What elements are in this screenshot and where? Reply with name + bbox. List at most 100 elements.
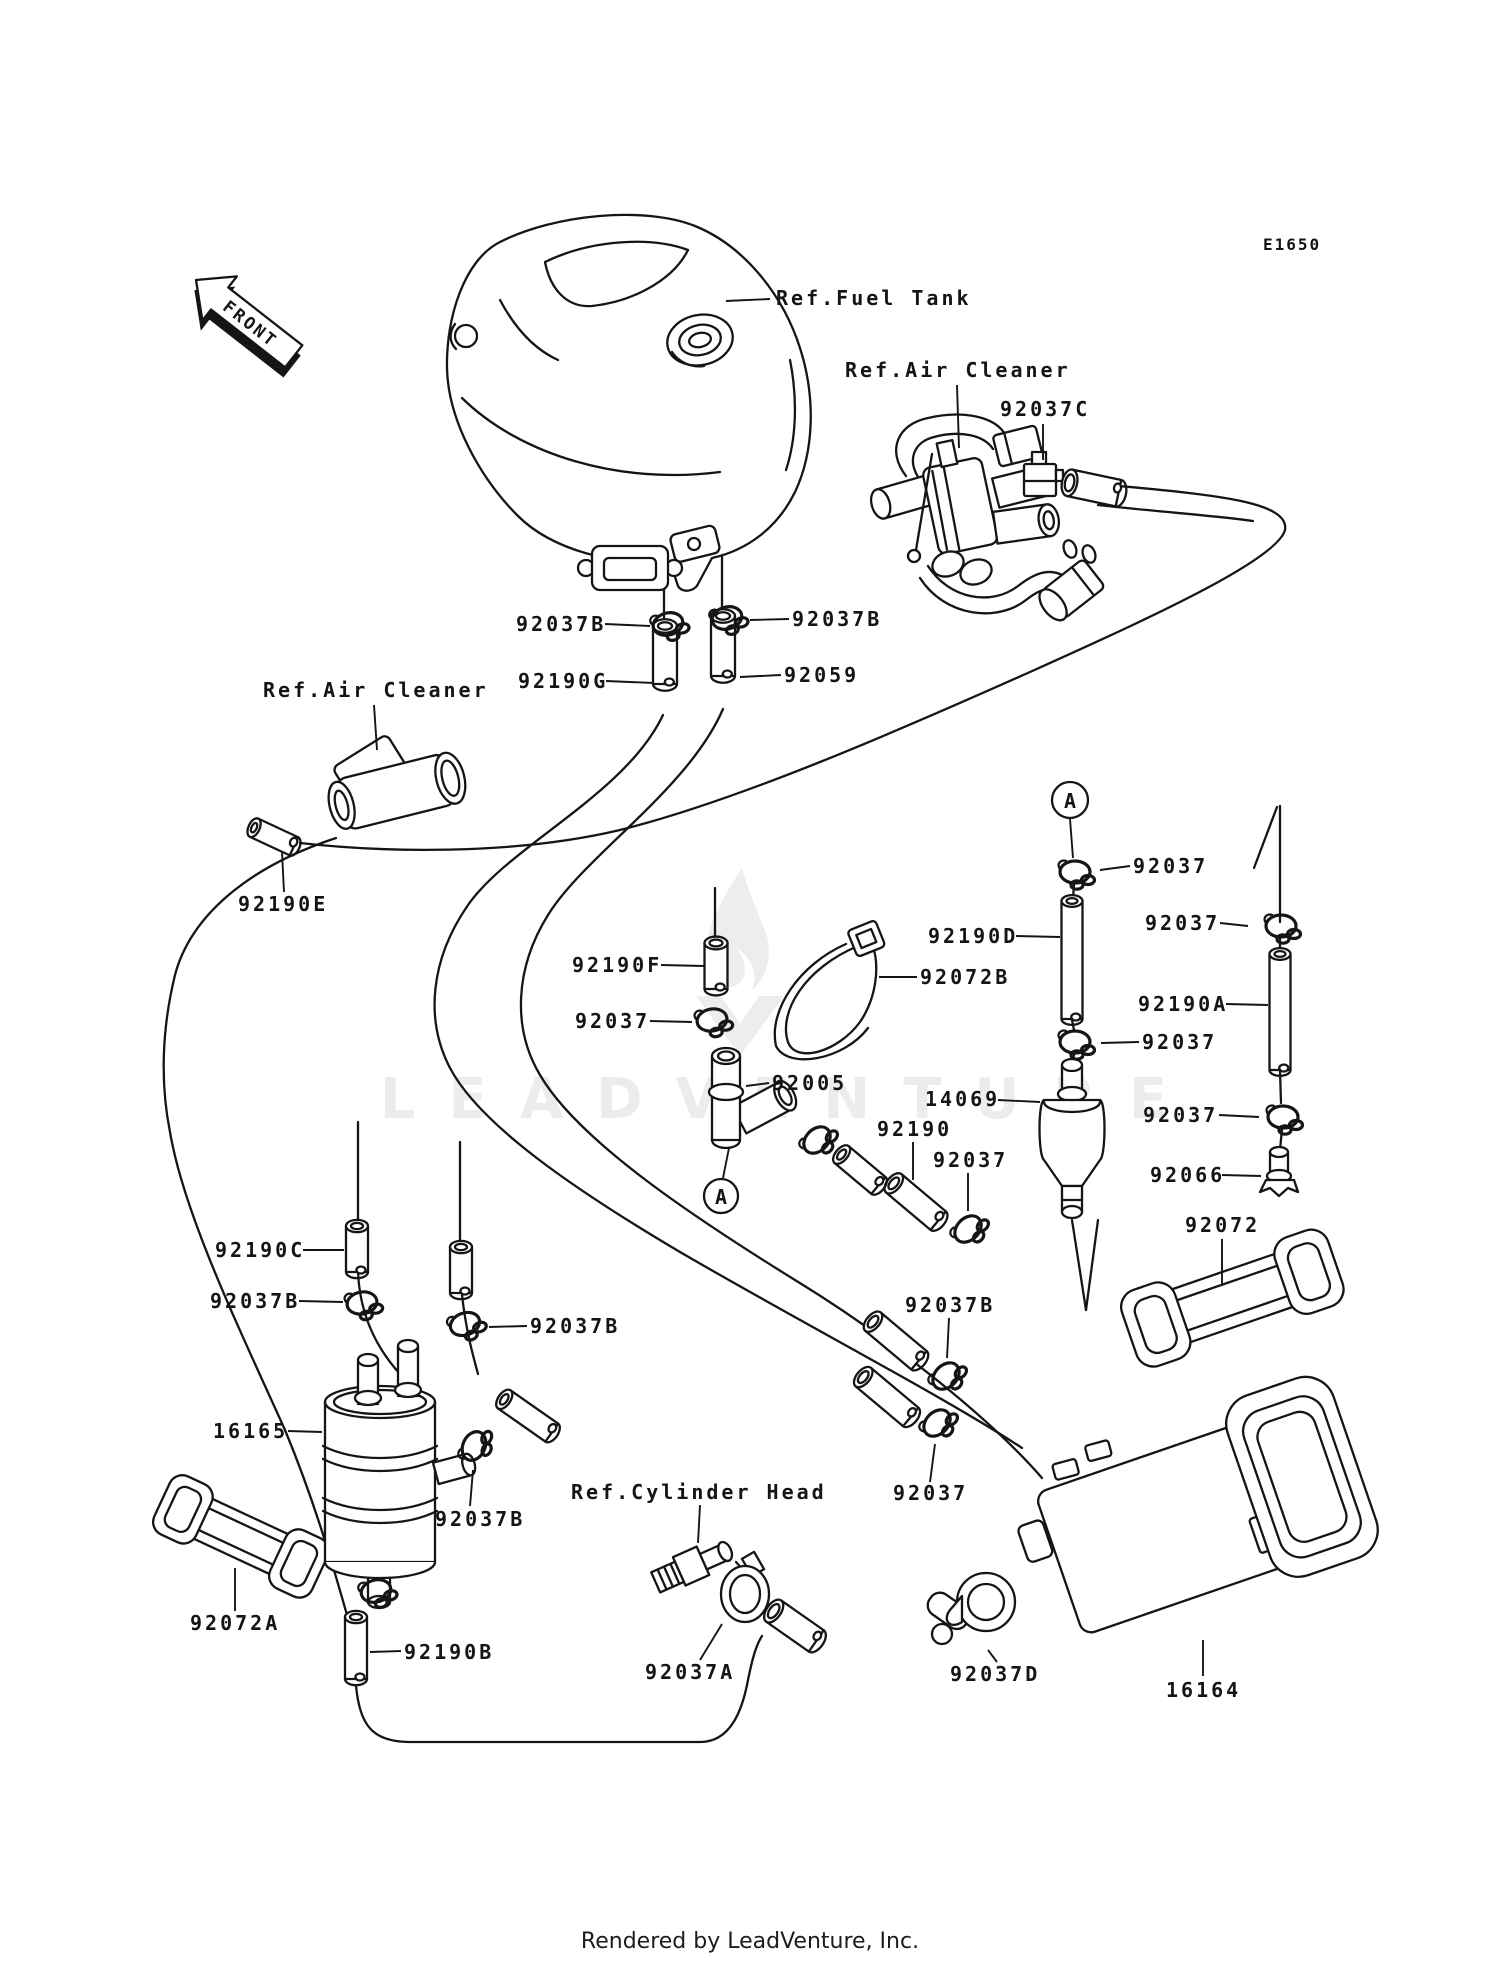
- hose-clamp-drawing: [1263, 913, 1303, 945]
- tube-drawing: [883, 1172, 949, 1232]
- hose-clamp-drawing: [357, 1578, 399, 1609]
- hose-clamp-drawing: [798, 1125, 840, 1155]
- part-label-ref-air-cleaner: Ref.Air Cleaner: [845, 358, 1071, 382]
- clamp-92037c-drawing: [1022, 450, 1065, 498]
- part-label-92190d: 92190D: [928, 924, 1018, 948]
- leader-line: [749, 618, 790, 621]
- cylinder-head-fitting-drawing: [650, 1540, 734, 1594]
- fuel-tank-drawing: [445, 213, 812, 592]
- part-label-16165: 16165: [213, 1419, 288, 1443]
- tube-drawing: [852, 1365, 922, 1429]
- part-label-92037d: 92037D: [950, 1662, 1040, 1686]
- part-label-92037: 92037: [893, 1481, 968, 1505]
- leader-line: [1225, 1003, 1269, 1006]
- leader-line: [956, 384, 960, 449]
- tube-drawing: [1060, 893, 1084, 1026]
- leader-line: [1100, 1041, 1140, 1044]
- tube-drawing: [344, 1218, 370, 1280]
- part-label-ref-air-cleaner: Ref.Air Cleaner: [263, 678, 489, 702]
- part-label-92037: 92037: [575, 1009, 650, 1033]
- part-label-92037c: 92037C: [1000, 397, 1090, 421]
- leader-line: [1015, 935, 1061, 938]
- leader-line: [604, 623, 651, 627]
- hose-clamp-drawing: [693, 1007, 735, 1039]
- leader-line: [699, 1623, 723, 1661]
- leader-line: [997, 1099, 1041, 1103]
- tube-drawing: [448, 1239, 474, 1301]
- leader-line: [369, 1650, 402, 1653]
- part-label-92190g: 92190G: [518, 669, 608, 693]
- part-label-92037: 92037: [1133, 854, 1208, 878]
- tube-drawing: [703, 935, 729, 997]
- part-label-92072: 92072: [1185, 1213, 1260, 1237]
- part-label-92037: 92037: [1142, 1030, 1217, 1054]
- air-cleaner-fitting-drawing: [327, 735, 467, 830]
- part-label-92037: 92037: [1145, 911, 1220, 935]
- tube-drawing: [763, 1598, 827, 1654]
- leader-line: [745, 1082, 770, 1087]
- leader-line: [929, 1443, 936, 1483]
- part-label-16164: 16164: [1166, 1678, 1241, 1702]
- hose-clamp-drawing: [927, 1361, 969, 1391]
- badge-a-top: A: [1064, 789, 1076, 813]
- hose-clamp-drawing: [649, 611, 691, 642]
- part-label-ref-fuel-tank: Ref.Fuel Tank: [776, 286, 972, 310]
- part-label-92037: 92037: [1143, 1103, 1218, 1127]
- leader-line: [660, 964, 705, 967]
- badge-a-bottom: A: [715, 1185, 727, 1209]
- tube-drawing: [831, 1144, 888, 1196]
- air-valve-assembly-drawing: [869, 413, 1105, 622]
- part-label-92190a: 92190A: [1138, 992, 1228, 1016]
- part-label-92037b: 92037B: [792, 607, 882, 631]
- leader-line: [605, 680, 655, 684]
- tube-drawing: [651, 618, 679, 692]
- leader-line: [488, 1325, 528, 1328]
- leader-line: [373, 704, 378, 751]
- footer-credit: Rendered by LeadVenture, Inc.: [581, 1929, 919, 1954]
- part-label-92037a: 92037A: [645, 1660, 735, 1684]
- leader-line: [649, 1020, 693, 1023]
- cable-clamp-drawing: [926, 1571, 1017, 1646]
- part-label-92037: 92037: [933, 1148, 1008, 1172]
- band-strap-a-drawing: [151, 1474, 330, 1599]
- part-label-92190: 92190: [877, 1117, 952, 1141]
- leader-line: [946, 1317, 950, 1359]
- tube-drawing: [246, 817, 302, 857]
- part-label-92037b: 92037B: [435, 1507, 525, 1531]
- band-strap-drawing: [1119, 1228, 1345, 1368]
- separator-canister-drawing: [321, 1338, 477, 1610]
- hose-clamp-drawing: [343, 1290, 385, 1322]
- leader-line: [1221, 1174, 1262, 1177]
- part-label-92037b: 92037B: [210, 1289, 300, 1313]
- hose-clamp-drawing: [1057, 859, 1097, 891]
- leader-line: [739, 674, 782, 678]
- tube-drawing: [1060, 468, 1128, 508]
- check-valve-drawing: [1258, 1145, 1300, 1198]
- leader-line: [298, 1300, 344, 1303]
- cable-tie-drawing: [773, 919, 886, 1061]
- part-label-92037b: 92037B: [905, 1293, 995, 1317]
- tube-drawing: [862, 1310, 930, 1372]
- part-label-92037b: 92037B: [516, 612, 606, 636]
- part-label-92190e: 92190E: [238, 892, 328, 916]
- leader-line: [281, 851, 285, 893]
- hose-clamp-drawing: [949, 1214, 991, 1244]
- tube-drawing: [343, 1609, 369, 1687]
- diagram-code: E1650: [1263, 235, 1321, 254]
- part-label-92190b: 92190B: [404, 1640, 494, 1664]
- front-arrow: FRONT: [194, 275, 304, 378]
- part-label-92066: 92066: [1150, 1163, 1225, 1187]
- leader-line: [1218, 1114, 1260, 1118]
- part-label-92072a: 92072A: [190, 1611, 280, 1635]
- large-clamp-drawing: [719, 1550, 771, 1624]
- leader-line: [287, 1430, 323, 1433]
- part-label-14069: 14069: [925, 1087, 1000, 1111]
- part-label-92190f: 92190F: [572, 953, 662, 977]
- part-label-92059: 92059: [784, 663, 859, 687]
- part-label-ref-cylinder-head: Ref.Cylinder Head: [571, 1480, 827, 1504]
- leader-line: [1219, 922, 1249, 927]
- part-label-92037b: 92037B: [530, 1314, 620, 1338]
- leader-line: [469, 1469, 474, 1507]
- evap-canister-drawing: [1017, 1375, 1379, 1634]
